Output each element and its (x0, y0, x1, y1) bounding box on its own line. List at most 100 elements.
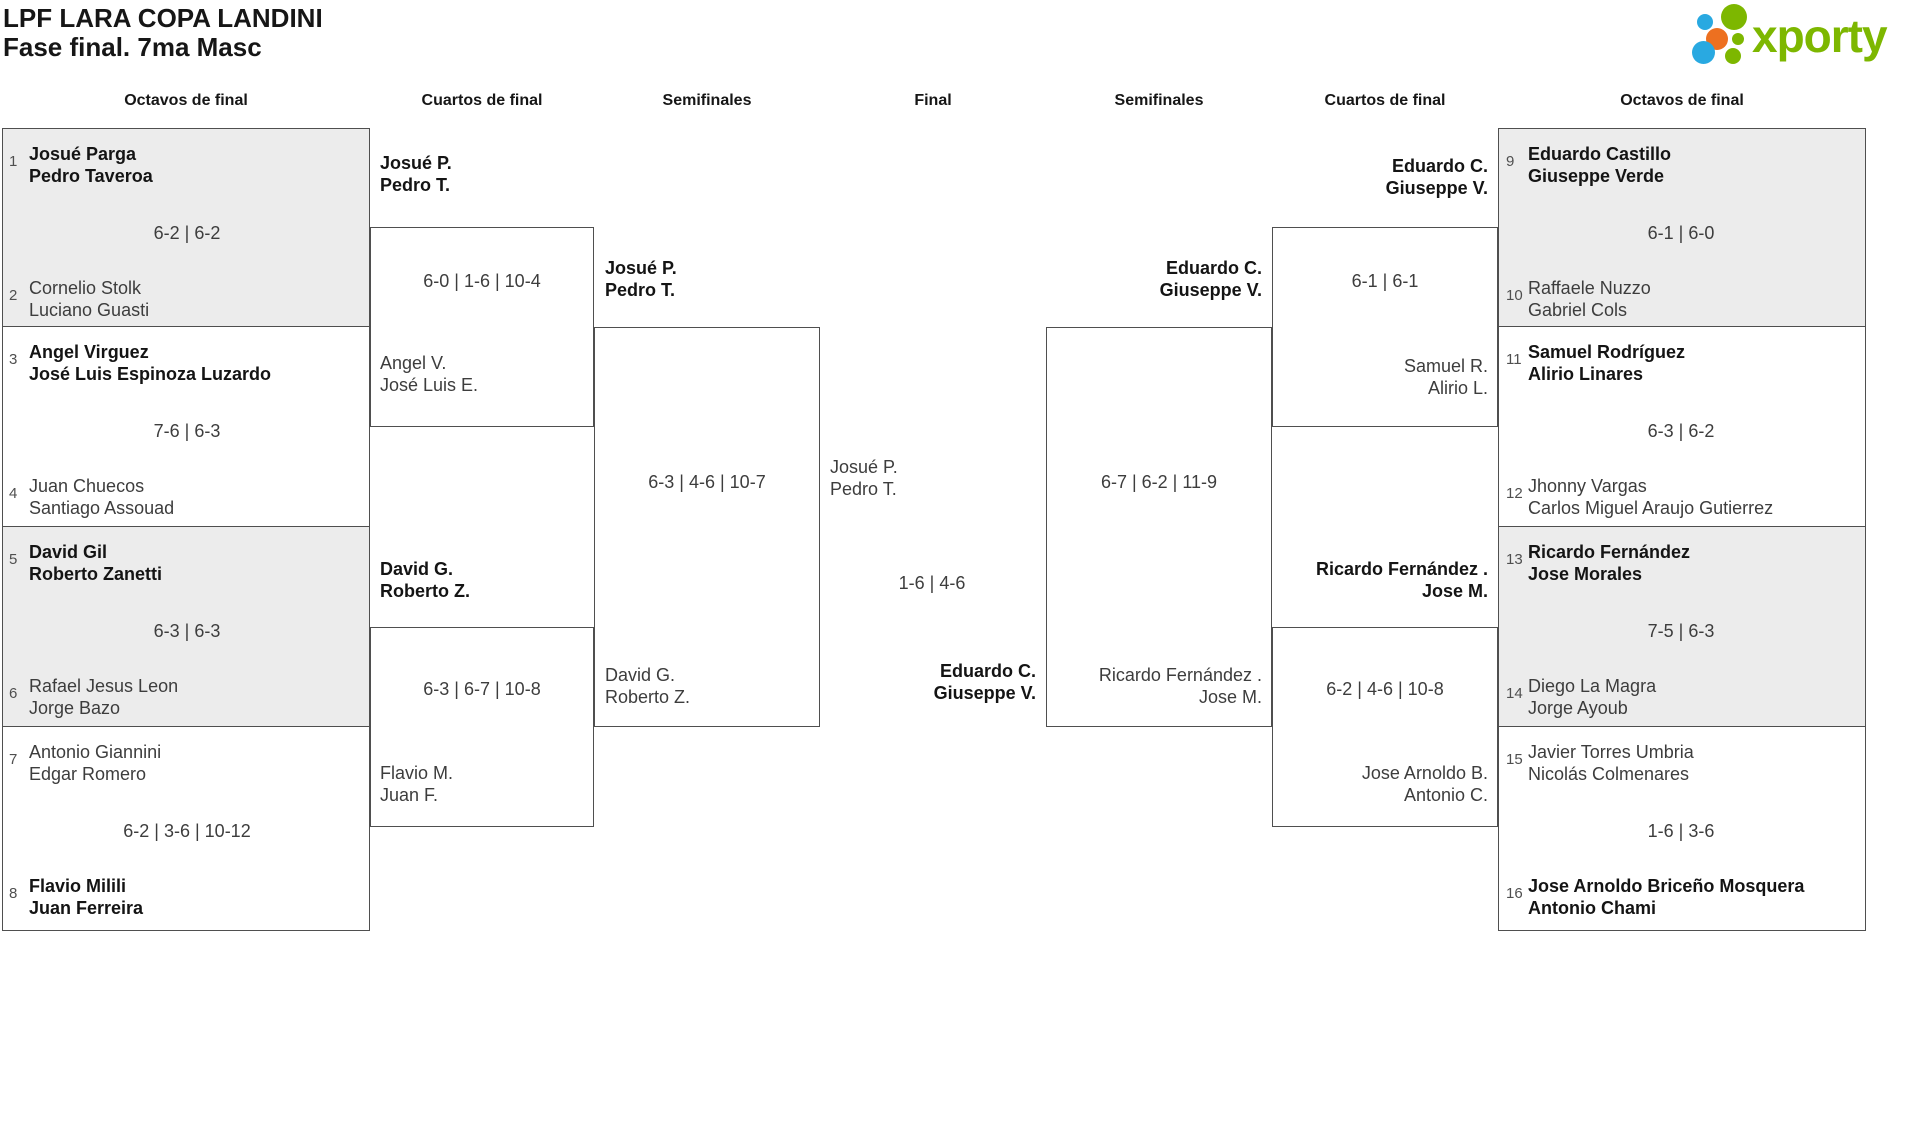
seed-number: 3 (9, 351, 18, 368)
player-name: José Luis E. (380, 375, 479, 395)
seed-number: 12 (1506, 485, 1523, 502)
match-score: 6-2 | 3-6 | 10-12 (123, 821, 251, 841)
seed-number: 1 (9, 153, 18, 170)
player-name: Jorge Bazo (29, 698, 121, 718)
player-name: Roberto Z. (380, 581, 470, 601)
advancing-pair: Flavio M. Juan F. (380, 762, 453, 806)
match-box-octavos-l3: 5 David Gil Roberto Zanetti 6-3 | 6-3 6 … (2, 526, 370, 727)
semifinal-box-right (1046, 327, 1272, 727)
advancing-pair: Eduardo C. Giuseppe V. (1386, 155, 1488, 199)
quarterfinal-box-left-top (370, 227, 594, 427)
player-name: Samuel Rodríguez (1528, 342, 1686, 362)
team-pair: Jhonny Vargas Carlos Miguel Araujo Gutie… (1528, 475, 1773, 519)
player-name: Jorge Ayoub (1528, 698, 1628, 718)
player-name: Gabriel Cols (1528, 300, 1628, 320)
team-pair: Angel Virguez José Luis Espinoza Luzardo (29, 341, 271, 385)
match-score: 6-3 | 4-6 | 10-7 (648, 472, 766, 492)
team-pair: Diego La Magra Jorge Ayoub (1528, 675, 1656, 719)
player-name: Jose M. (1198, 687, 1262, 707)
round-header-octavos-right: Octavos de final (1620, 92, 1744, 109)
player-name: Giuseppe V. (1159, 280, 1262, 300)
match-box-octavos-l1: 1 Josué Parga Pedro Taveroa 6-2 | 6-2 2 … (2, 128, 370, 327)
match-score: 6-0 | 1-6 | 10-4 (423, 271, 541, 291)
player-name: Ricardo Fernández . (1098, 665, 1262, 685)
advancing-pair: Angel V. José Luis E. (380, 352, 478, 396)
round-header-semis-right: Semifinales (1114, 92, 1204, 109)
seed-number: 6 (9, 685, 18, 702)
round-header-octavos-left: Octavos de final (124, 92, 248, 109)
advancing-pair: David G. Roberto Z. (380, 558, 470, 602)
player-name: Flavio Milili (29, 876, 127, 896)
player-name: Javier Torres Umbria (1528, 742, 1694, 762)
player-name: Roberto Z. (605, 687, 691, 707)
team-pair: Juan Chuecos Santiago Assouad (29, 475, 174, 519)
player-name: Cornelio Stolk (29, 278, 142, 298)
player-name: Jose Arnoldo Briceño Mosquera (1528, 876, 1805, 896)
seed-number: 16 (1506, 885, 1523, 902)
team-pair: Antonio Giannini Edgar Romero (29, 741, 161, 785)
match-score: 6-3 | 6-2 (1647, 421, 1715, 441)
seed-number: 15 (1506, 751, 1523, 768)
team-pair: Josué Parga Pedro Taveroa (29, 143, 153, 187)
seed-number: 11 (1506, 351, 1522, 368)
team-pair: Samuel Rodríguez Alirio Linares (1528, 341, 1685, 385)
player-name: Edgar Romero (29, 764, 147, 784)
player-name: Alirio L. (1427, 378, 1488, 398)
player-name: Giuseppe V. (933, 683, 1036, 703)
match-box-octavos-l2: 3 Angel Virguez José Luis Espinoza Luzar… (2, 326, 370, 527)
player-name: Roberto Zanetti (29, 564, 162, 584)
quarterfinal-box-right-top (1272, 227, 1498, 427)
player-name: Luciano Guasti (29, 300, 150, 320)
round-header-final: Final (914, 92, 952, 109)
logo-wordmark: xporty (1752, 10, 1888, 62)
player-name: David G. (380, 559, 454, 579)
match-box-octavos-l4: 7 Antonio Giannini Edgar Romero 6-2 | 3-… (2, 726, 370, 931)
player-name: David Gil (29, 542, 108, 562)
player-name: Ricardo Fernández . (1315, 559, 1488, 579)
match-box-octavos-r2: 11 Samuel Rodríguez Alirio Linares 6-3 |… (1498, 326, 1866, 527)
match-score: 6-1 | 6-1 (1351, 271, 1419, 291)
player-name: Flavio M. (380, 763, 454, 783)
seed-number: 8 (9, 885, 18, 902)
player-name: Jose M. (1421, 581, 1488, 601)
team-pair: Rafael Jesus Leon Jorge Bazo (29, 675, 178, 719)
team-pair: Javier Torres Umbria Nicolás Colmenares (1528, 741, 1694, 785)
team-pair: Ricardo Fernández Jose Morales (1528, 541, 1690, 585)
logo-dot-green-large (1721, 4, 1747, 30)
seed-number: 7 (9, 751, 18, 768)
player-name: Pedro T. (830, 479, 897, 499)
match-score: 7-6 | 6-3 (153, 421, 221, 441)
player-name: Raffaele Nuzzo (1528, 278, 1651, 298)
logo-dot-blue-large (1692, 41, 1715, 64)
player-name: Samuel R. (1403, 356, 1488, 376)
player-name: Pedro T. (380, 175, 451, 195)
player-name: Jose Morales (1528, 564, 1643, 584)
finalist-pair: Josué P. Pedro T. (830, 456, 898, 500)
player-name: Giuseppe Verde (1528, 166, 1665, 186)
player-name: Santiago Assouad (29, 498, 175, 518)
player-name: Antonio Giannini (29, 742, 162, 762)
player-name: David G. (605, 665, 676, 685)
logo-dot-green-tiny (1732, 33, 1744, 45)
match-score: 6-3 | 6-7 | 10-8 (423, 679, 541, 699)
player-name: José Luis Espinoza Luzardo (29, 364, 272, 384)
round-header-cuartos-left: Cuartos de final (421, 92, 543, 109)
round-header-cuartos-right: Cuartos de final (1324, 92, 1446, 109)
advancing-pair: Ricardo Fernández . Jose M. (1316, 558, 1488, 602)
player-name: Pedro Taveroa (29, 166, 153, 186)
player-name: Eduardo C. (1391, 156, 1488, 176)
seed-number: 5 (9, 551, 18, 568)
player-name: Jose Arnoldo B. (1361, 763, 1488, 783)
round-header-semis-left: Semifinales (662, 92, 752, 109)
match-score: 1-6 | 3-6 (1647, 821, 1715, 841)
player-name: Josué P. (605, 258, 677, 278)
player-name: Juan F. (380, 785, 439, 805)
player-name: Nicolás Colmenares (1528, 764, 1690, 784)
final-score: 1-6 | 4-6 (898, 573, 966, 593)
seed-number: 2 (9, 287, 18, 304)
logo-dot-green-small (1725, 48, 1741, 64)
player-name: Antonio Chami (1528, 898, 1656, 918)
match-score: 6-1 | 6-0 (1647, 223, 1715, 243)
player-name: Josué P. (830, 457, 898, 477)
player-name: Juan Ferreira (29, 898, 144, 918)
